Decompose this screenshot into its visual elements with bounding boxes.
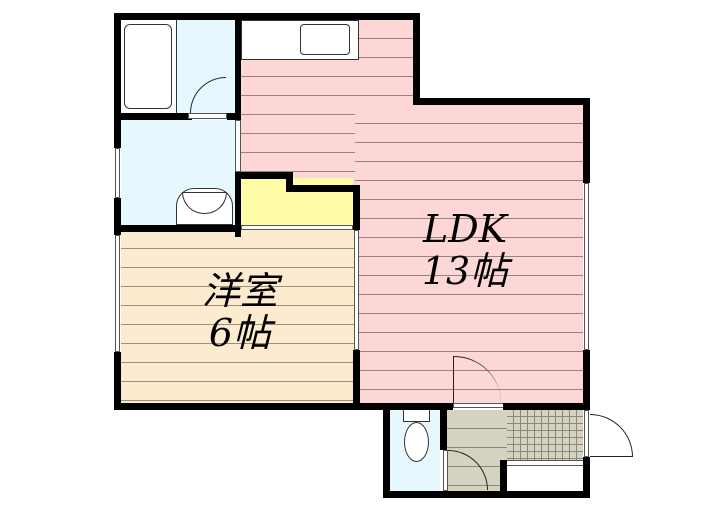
wall-bath-wash bbox=[114, 113, 192, 120]
wall-closet-top-a bbox=[235, 172, 293, 179]
ldk-window[interactable] bbox=[584, 183, 589, 350]
wall-closet-right bbox=[353, 185, 360, 230]
wall-top-right bbox=[413, 98, 590, 105]
ldk-label: LDK 13帖 bbox=[400, 210, 530, 290]
wall-bath-wash-r bbox=[227, 113, 241, 120]
wall-left-bottom bbox=[114, 352, 121, 410]
wall-western-ldk bbox=[353, 350, 360, 410]
toilet-bowl-icon bbox=[404, 422, 429, 462]
entrance-genkan bbox=[507, 410, 583, 460]
wall-wash-western bbox=[114, 225, 241, 232]
western-window[interactable] bbox=[115, 235, 120, 352]
ldk-floor-east bbox=[355, 105, 583, 403]
wall-closet-step bbox=[286, 172, 293, 192]
front-door-icon[interactable] bbox=[590, 414, 633, 457]
wall-left-top bbox=[114, 13, 121, 148]
western-room-label: 洋室 6帖 bbox=[175, 272, 305, 352]
wall-bath-ldk bbox=[235, 13, 241, 120]
front-door-frame bbox=[584, 410, 589, 457]
wall-right-lower bbox=[583, 350, 590, 410]
wall-notch-vertical bbox=[413, 13, 420, 105]
wall-wash-ldk bbox=[235, 172, 241, 237]
western-room-name: 洋室 bbox=[201, 269, 278, 313]
ldk-door-frame bbox=[453, 403, 504, 408]
shoe-cabinet-line bbox=[507, 465, 583, 466]
kitchen-sink bbox=[300, 24, 350, 55]
western-ldk-opening[interactable] bbox=[354, 230, 359, 350]
wall-hall-entrance bbox=[500, 460, 507, 497]
ldk-size: 13帖 bbox=[421, 249, 509, 293]
western-room-size: 6帖 bbox=[208, 311, 272, 355]
wall-bottom-ldk-a bbox=[355, 403, 453, 410]
wall-right-entrance-low bbox=[583, 457, 590, 498]
wall-bottom bbox=[383, 491, 590, 498]
toilet-tank bbox=[403, 410, 430, 422]
washroom-window[interactable] bbox=[115, 148, 120, 198]
wash-ldk-opening bbox=[235, 120, 241, 172]
wall-toilet-left bbox=[383, 403, 390, 497]
wall-top-left bbox=[114, 13, 415, 20]
bathtub bbox=[124, 24, 172, 109]
toilet-door-frame bbox=[443, 450, 448, 491]
wall-left-mid bbox=[114, 198, 121, 235]
ldk-name: LDK bbox=[422, 207, 508, 251]
wall-bottom-western bbox=[114, 403, 362, 410]
wall-toilet-right bbox=[440, 403, 447, 450]
closet-door-track[interactable] bbox=[241, 225, 353, 230]
bath-door-frame bbox=[188, 113, 227, 119]
wall-bottom-ldk-b bbox=[503, 403, 590, 410]
western-room-floor bbox=[121, 230, 355, 403]
wall-right-upper bbox=[583, 98, 590, 183]
wall-closet-top-b bbox=[286, 185, 360, 192]
